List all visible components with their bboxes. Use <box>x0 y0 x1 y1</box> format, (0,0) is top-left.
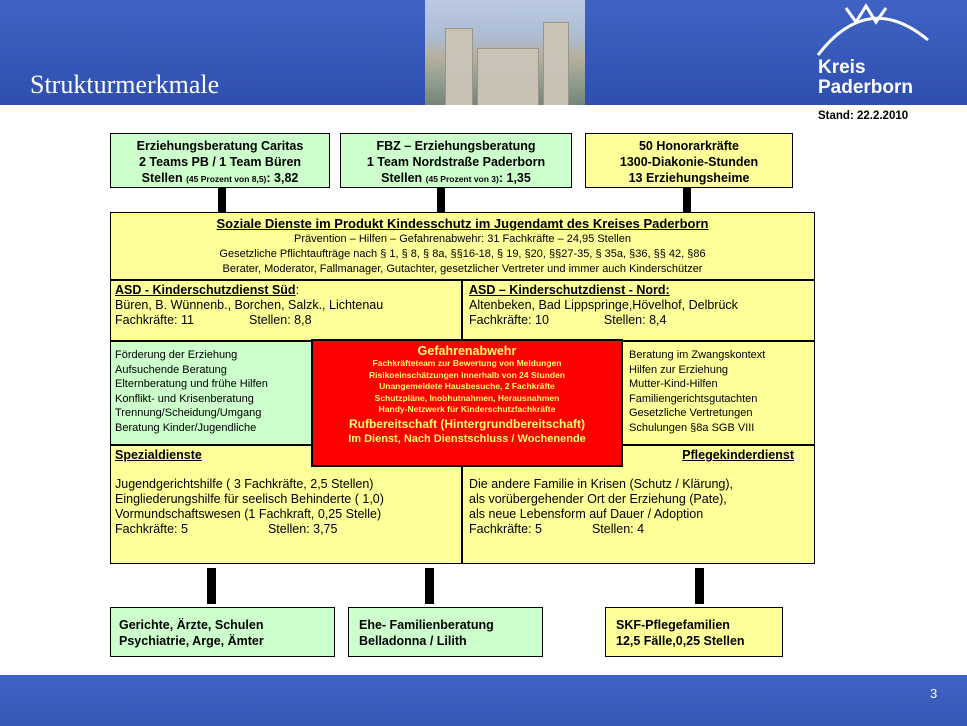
connector <box>207 568 216 604</box>
asd-sued-box: ASD - Kinderschutzdienst Süd: Büren, B. … <box>110 280 462 341</box>
connector <box>437 188 445 212</box>
stand-date: Stand: 22.2.2010 <box>818 110 909 122</box>
caritas-box: Erziehungsberatung Caritas 2 Teams PB / … <box>110 133 330 188</box>
footer-bar <box>0 675 967 726</box>
kreis-logo-icon <box>816 3 929 56</box>
fbz-box: FBZ – Erziehungsberatung 1 Team Nordstra… <box>340 133 572 188</box>
connector <box>425 568 434 604</box>
connector <box>218 188 226 212</box>
page-number: 3 <box>930 686 938 701</box>
logo-text: Kreis Paderborn <box>818 57 914 98</box>
spezialdienste-box: Spezialdienste Jugendgerichtshilfe ( 3 F… <box>110 445 462 564</box>
connector <box>695 568 704 604</box>
castle-photo <box>425 0 585 105</box>
page-title: Strukturmerkmale <box>30 70 220 99</box>
asd-nord-box: ASD – Kinderschutzdienst - Nord: Altenbe… <box>462 280 815 341</box>
ehe-familienberatung-box: Ehe- Familienberatung Belladonna / Lilit… <box>348 607 543 657</box>
soziale-dienste-box: Soziale Dienste im Produkt Kindesschutz … <box>110 212 815 280</box>
connector <box>683 188 691 212</box>
honorar-box: 50 Honorarkräfte 1300-Diakonie-Stunden 1… <box>585 133 793 188</box>
skf-box: SKF-Pflegefamilien 12,5 Fälle,0,25 Stell… <box>605 607 783 657</box>
gerichte-box: Gerichte, Ärzte, Schulen Psychiatrie, Ar… <box>110 607 335 657</box>
gefahrenabwehr-box: Gefahrenabwehr Fachkräfteteam zur Bewert… <box>311 339 623 467</box>
